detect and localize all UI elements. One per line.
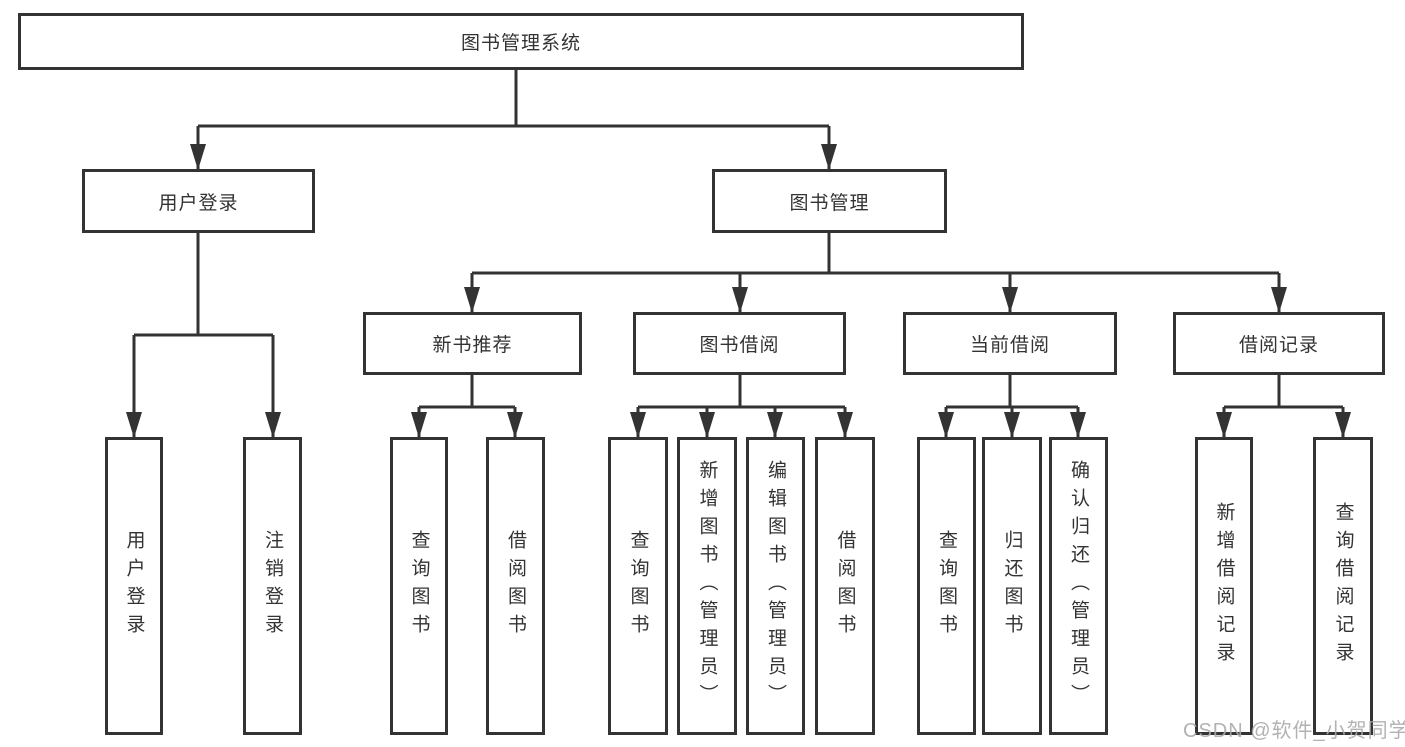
node-new-book-recommend-label: 新书推荐 bbox=[432, 335, 513, 356]
leaf-user-login: 用户登录 bbox=[105, 437, 163, 735]
node-book-management: 图书管理 bbox=[712, 169, 947, 233]
leaf-add-borrow-record-label: 新增借阅记录 bbox=[1213, 502, 1235, 670]
node-new-book-recommend: 新书推荐 bbox=[363, 312, 582, 375]
leaf-recommend-borrow-books: 借阅图书 bbox=[486, 437, 545, 735]
node-borrowing-records-label: 借阅记录 bbox=[1238, 335, 1319, 356]
leaf-query-borrow-record-label: 查询借阅记录 bbox=[1332, 502, 1354, 670]
leaf-query-borrow-record: 查询借阅记录 bbox=[1313, 437, 1373, 735]
leaf-edit-book-admin: 编辑图书（管理员） bbox=[746, 437, 805, 735]
leaf-user-login-label: 用户登录 bbox=[123, 530, 145, 642]
node-library-system: 图书管理系统 bbox=[18, 13, 1024, 70]
node-book-management-label: 图书管理 bbox=[789, 192, 870, 214]
leaf-logout: 注销登录 bbox=[243, 437, 302, 735]
leaf-edit-book-admin-label: 编辑图书（管理员） bbox=[765, 460, 786, 712]
leaf-return-book: 归还图书 bbox=[982, 437, 1042, 735]
leaf-recommend-query-books: 查询图书 bbox=[390, 437, 448, 735]
leaf-add-borrow-record: 新增借阅记录 bbox=[1195, 437, 1253, 735]
node-borrowing-records: 借阅记录 bbox=[1173, 312, 1385, 375]
node-user-login: 用户登录 bbox=[82, 169, 315, 233]
leaf-add-book-admin-label: 新增图书（管理员） bbox=[696, 460, 718, 712]
node-book-borrowing-label: 图书借阅 bbox=[699, 335, 780, 356]
node-current-borrowing: 当前借阅 bbox=[903, 312, 1117, 375]
leaf-logout-label: 注销登录 bbox=[262, 530, 283, 642]
csdn-watermark: CSDN @软件_小贺同学 bbox=[1183, 720, 1405, 742]
leaf-borrowing-query-books: 查询图书 bbox=[608, 437, 668, 735]
leaf-confirm-return-admin-label: 确认归还（管理员） bbox=[1068, 460, 1089, 712]
leaf-borrowing-borrow-books: 借阅图书 bbox=[815, 437, 875, 735]
node-book-borrowing: 图书借阅 bbox=[633, 312, 846, 375]
leaf-recommend-borrow-books-label: 借阅图书 bbox=[505, 530, 526, 642]
node-library-system-label: 图书管理系统 bbox=[460, 33, 581, 54]
leaf-return-book-label: 归还图书 bbox=[1001, 530, 1023, 642]
leaf-confirm-return-admin: 确认归还（管理员） bbox=[1049, 437, 1108, 735]
leaf-add-book-admin: 新增图书（管理员） bbox=[677, 437, 737, 735]
leaf-current-query-books: 查询图书 bbox=[917, 437, 976, 735]
node-user-login-label: 用户登录 bbox=[158, 192, 239, 214]
leaf-borrowing-query-books-label: 查询图书 bbox=[627, 530, 649, 642]
leaf-borrowing-borrow-books-label: 借阅图书 bbox=[834, 530, 856, 642]
leaf-current-query-books-label: 查询图书 bbox=[936, 530, 957, 642]
leaf-recommend-query-books-label: 查询图书 bbox=[408, 530, 430, 642]
node-current-borrowing-label: 当前借阅 bbox=[969, 335, 1050, 356]
